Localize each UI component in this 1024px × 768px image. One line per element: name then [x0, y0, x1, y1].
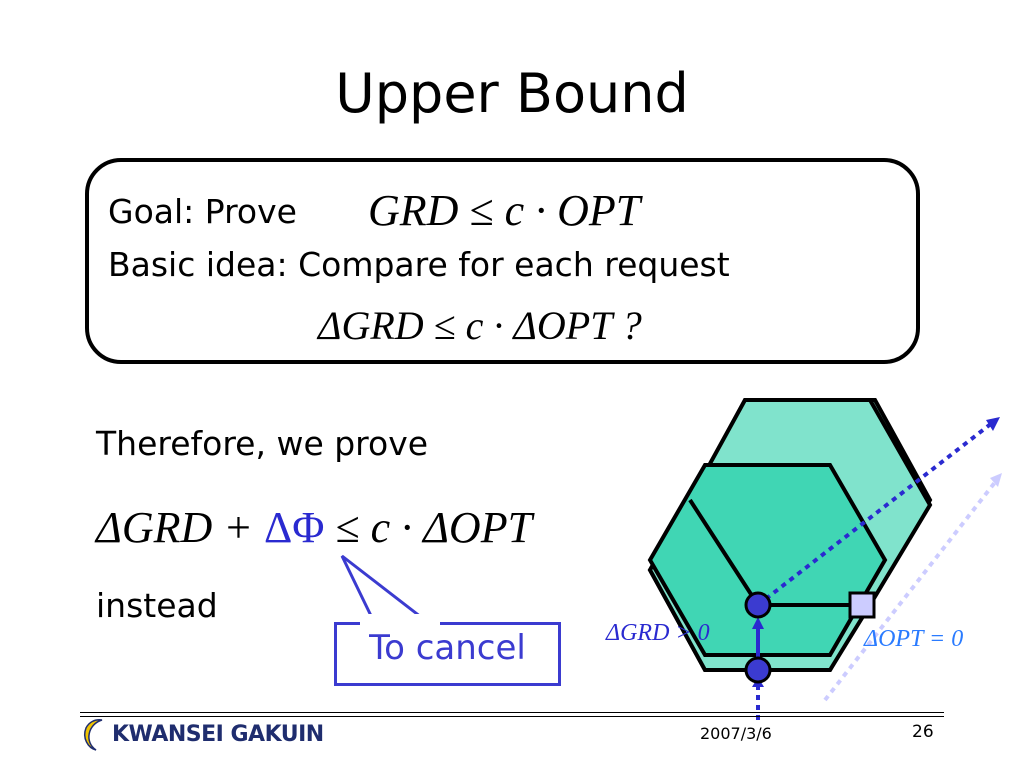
- opt-node: [848, 591, 876, 619]
- callout-cover: [360, 614, 440, 628]
- move-arrowhead: [752, 617, 764, 629]
- delta-opt-label: ΔOPT = 0: [864, 626, 964, 652]
- goal-label: Goal: Prove: [108, 192, 297, 231]
- footer-rule-top: [80, 712, 944, 713]
- therefore-text: Therefore, we prove: [96, 424, 429, 463]
- grd-node-upper: [744, 591, 772, 619]
- footer-rule-bottom: [80, 716, 944, 717]
- grd-hexagon: [647, 463, 888, 657]
- main-formula: ΔGRD + ΔΦ ≤ c · ΔOPT: [96, 502, 532, 553]
- hexagon-diagram: [647, 398, 1002, 720]
- goal-formula: GRD ≤ c · OPT: [368, 186, 641, 235]
- logo-text: KWANSEI GAKUIN: [112, 722, 324, 747]
- slide-title: Upper Bound: [335, 62, 689, 125]
- formula-part-phi: ΔΦ: [263, 503, 325, 552]
- formula-part-grd: ΔGRD +: [96, 503, 253, 552]
- delta-grd-label: ΔGRD > 0: [606, 620, 710, 646]
- idea-formula: ΔGRD ≤ c · ΔOPT ?: [318, 303, 642, 348]
- basic-idea-text: Basic idea: Compare for each request: [108, 245, 730, 284]
- page-number: 26: [912, 722, 934, 742]
- moon-logo-icon: [84, 719, 103, 751]
- callout-text: To cancel: [369, 628, 526, 668]
- goal-box: [85, 158, 920, 364]
- grd-arrowhead: [986, 417, 1000, 431]
- opt-path-line: [823, 479, 998, 702]
- callout-box: [334, 622, 561, 686]
- grd-node-lower: [744, 656, 772, 684]
- formula-part-opt: ≤ c · ΔOPT: [335, 503, 533, 552]
- opt-arrowhead: [990, 473, 1002, 487]
- instead-text: instead: [96, 586, 218, 625]
- footer-date: 2007/3/6: [700, 724, 772, 743]
